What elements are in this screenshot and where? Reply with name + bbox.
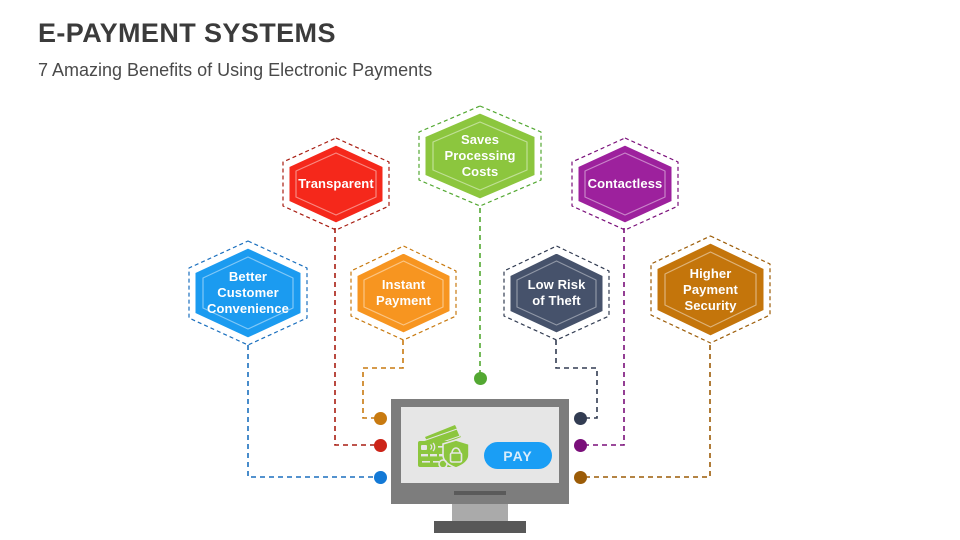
benefit-hex-transparent[interactable]: Transparent	[277, 135, 395, 233]
connector-transparent	[334, 228, 380, 446]
connector-contactless	[580, 228, 625, 446]
benefit-hex-contactless[interactable]: Contactless	[566, 135, 684, 233]
hex-inner-outline	[363, 260, 444, 326]
benefit-label: Contactless	[587, 176, 663, 191]
monitor-neck	[452, 504, 508, 521]
hex-body	[507, 250, 606, 336]
connector-dot-better-customer-convenience	[374, 471, 387, 484]
connector-dot-transparent	[374, 439, 387, 452]
hex-body	[422, 110, 538, 202]
pay-button-label: PAY	[503, 447, 533, 464]
secure-credit-cards-icon	[418, 425, 470, 471]
connector-dot-instant-payment	[374, 412, 387, 425]
connector-dot-contactless	[574, 439, 587, 452]
monitor-base	[434, 521, 526, 533]
hex-body	[575, 142, 675, 226]
benefit-label: Transparent	[298, 176, 374, 191]
hex-body	[354, 250, 453, 336]
hex-dashed-outline	[188, 240, 308, 346]
hex-inner-outline	[202, 256, 294, 330]
connector-dot-higher-payment-security	[574, 471, 587, 484]
connector-dot-saves-processing-costs	[474, 372, 487, 385]
connector-instant-payment	[362, 340, 404, 419]
page-subtitle: 7 Amazing Benefits of Using Electronic P…	[38, 60, 433, 80]
hex-inner-outline	[584, 152, 666, 216]
hex-dashed-outline	[650, 235, 771, 344]
connector-better-customer-convenience	[247, 345, 380, 478]
hex-body	[286, 142, 386, 226]
header: E-PAYMENT SYSTEMS 7 Amazing Benefits of …	[38, 16, 838, 82]
pay-button[interactable]: PAY	[484, 442, 552, 469]
hex-dashed-outline	[418, 105, 542, 207]
hex-dashed-outline	[282, 137, 390, 231]
connector-low-risk-of-theft	[555, 340, 598, 419]
connector-higher-payment-security	[580, 345, 711, 478]
hex-inner-outline	[516, 260, 597, 326]
hex-dashed-outline	[571, 137, 679, 231]
hex-body	[192, 245, 304, 341]
monitor-bezel-slot	[454, 491, 506, 495]
hex-inner-outline	[664, 251, 757, 328]
connector-dot-low-risk-of-theft	[574, 412, 587, 425]
hex-dashed-outline	[350, 245, 457, 341]
hex-body	[654, 240, 767, 339]
hex-dashed-outline	[503, 245, 610, 341]
hex-inner-outline	[295, 152, 377, 216]
hex-inner-outline	[432, 121, 528, 191]
page-title: E-PAYMENT SYSTEMS	[38, 18, 336, 48]
